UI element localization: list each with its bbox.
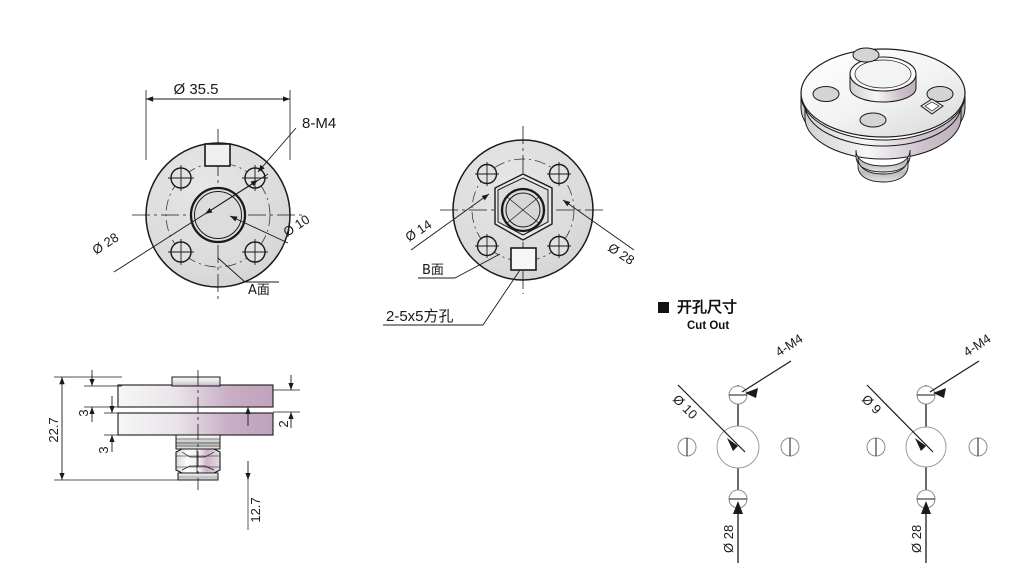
dim-label-hub-diameter: Ø 14 xyxy=(402,217,434,245)
dim-label-total-height: 22.7 xyxy=(46,417,61,442)
annotation-square-hole: 2-5x5方孔 xyxy=(386,308,454,325)
leader-bolt-circle xyxy=(113,173,269,273)
cutout-arrow-bc-right xyxy=(921,501,931,514)
m4-hole xyxy=(242,239,268,265)
m4-hole xyxy=(547,162,571,186)
m4-hole-group xyxy=(168,165,268,265)
cutout-section-subtitle: Cut Out xyxy=(687,320,730,332)
view-front-b: Ø 14 Ø 28 B面 2-5x5方孔 xyxy=(383,126,637,326)
leader-8-m4 xyxy=(257,127,297,173)
center-bore-inner xyxy=(194,191,242,239)
leader-bore-diameter xyxy=(229,215,289,244)
dim-label-8-m4: 8-M4 xyxy=(302,115,336,132)
cutout-arrow-center-right xyxy=(915,438,926,451)
dim-label-flange-thickness: 2 xyxy=(276,420,291,427)
cutout-arrow-m4-left xyxy=(745,388,758,398)
cutout-section-title: 开孔尺寸 xyxy=(677,298,738,316)
dimension-total-height: 22.7 xyxy=(46,376,180,481)
plate-upper xyxy=(117,384,274,408)
leader-face-a xyxy=(217,257,279,283)
m4-hole xyxy=(475,162,499,186)
dimension-thread-length: 12.7 xyxy=(220,406,263,530)
leader-face-b xyxy=(418,253,501,279)
dim-label-outer-diameter: Ø 35.5 xyxy=(173,81,218,98)
plate-lower xyxy=(117,412,274,436)
cutout-geometry: Ø 10 4-M4 Ø 28 Ø 9 4-M4 Ø 28 xyxy=(670,331,993,563)
cutout-label-m4-left: 4-M4 xyxy=(772,331,805,360)
dim-label-plate-2: 3 xyxy=(96,446,111,453)
dimension-plate-1: 3 xyxy=(76,370,122,422)
view-front-a: Ø 35.5 8-M4 Ø 10 Ø 28 A面 xyxy=(89,81,336,301)
iso-square-hole xyxy=(920,98,944,115)
view-isometric xyxy=(800,47,966,183)
annotation-face-b: B面 xyxy=(422,263,444,278)
cutout-arrow-center-left xyxy=(727,438,738,451)
iso-body-rings xyxy=(800,94,966,183)
cutout-center-hole-right xyxy=(905,426,947,468)
annotation-face-a: A面 xyxy=(248,283,270,298)
cutout-leader-m4-left xyxy=(741,360,792,393)
square-hole-top xyxy=(204,143,231,167)
iso-center-hub xyxy=(849,56,917,103)
leader-hub-diameter xyxy=(410,193,490,251)
cutout-label-center-right: Ø 9 xyxy=(859,392,884,417)
dim-label-bolt-circle-a: Ø 28 xyxy=(89,230,121,258)
section-bullet-icon xyxy=(658,302,669,313)
leader-bolt-circle-b xyxy=(562,199,635,251)
m4-hole xyxy=(168,239,194,265)
m4-hole-group-b xyxy=(475,162,571,258)
dimension-plate-2: 3 xyxy=(96,396,122,454)
cutout-arrow-m4-right xyxy=(933,388,946,398)
cutout-m4-holes-right xyxy=(866,385,988,509)
cutout-arrow-bc-left xyxy=(733,501,743,514)
cutout-m4-holes-left xyxy=(677,385,800,509)
m4-hole xyxy=(547,234,571,258)
cutout-group-right xyxy=(866,360,988,563)
dim-label-plate-1: 3 xyxy=(76,409,91,416)
cutout-label-bc-left: Ø 28 xyxy=(721,525,736,553)
cutout-leader-center-right xyxy=(866,384,934,453)
hex-nut-hub xyxy=(494,173,553,241)
dimension-outer-diameter xyxy=(145,90,291,160)
dim-label-thread-length: 12.7 xyxy=(248,497,263,522)
m4-hole xyxy=(168,165,194,191)
square-hole-bottom xyxy=(510,247,537,271)
m4-hole xyxy=(475,234,499,258)
dim-label-bolt-circle-b: Ø 28 xyxy=(605,240,637,268)
leader-square-hole xyxy=(383,269,521,326)
cutout-leader-m4-right xyxy=(929,360,980,393)
m4-hole xyxy=(242,165,268,191)
cutout-group-left xyxy=(677,360,800,563)
cutout-center-hole-left xyxy=(716,425,760,469)
boss-top xyxy=(171,376,221,387)
view-side-section: 22.7 3 3 xyxy=(46,370,300,530)
dimension-flange-thickness: 2 xyxy=(273,375,300,428)
iso-bolt-holes xyxy=(812,47,954,128)
cutout-label-center-left: Ø 10 xyxy=(670,392,701,423)
cutout-leader-center-left xyxy=(677,384,746,453)
cutout-label-bc-right: Ø 28 xyxy=(909,525,924,553)
cutout-label-m4-right: 4-M4 xyxy=(960,331,993,360)
